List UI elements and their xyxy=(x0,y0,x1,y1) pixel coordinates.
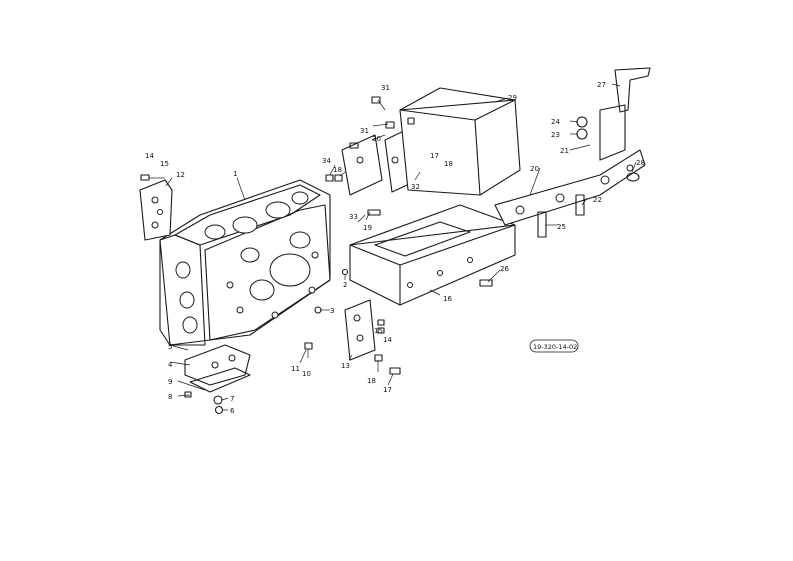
callout-3: 3 xyxy=(330,307,334,315)
callout-12: 12 xyxy=(176,171,185,179)
callout-22: 22 xyxy=(593,196,602,204)
callout-2: 2 xyxy=(343,281,347,289)
callout-9: 9 xyxy=(168,378,172,386)
callout-18: 18 xyxy=(367,377,376,385)
frame-rail xyxy=(349,204,516,306)
callout-18-mid: 18 xyxy=(333,166,342,174)
callout-4: 4 xyxy=(168,361,173,369)
callout-29: 29 xyxy=(508,94,517,102)
callout-10: 10 xyxy=(302,370,311,378)
callout-24: 24 xyxy=(551,118,560,126)
callout-1: 1 xyxy=(233,170,237,178)
transmission-housing xyxy=(159,179,331,346)
upper-cover xyxy=(399,87,521,196)
bottom-cover xyxy=(184,344,251,415)
callout-21: 21 xyxy=(560,147,569,155)
drawbar-assembly xyxy=(494,67,651,238)
callout-8: 8 xyxy=(168,393,172,401)
callout-15: 15 xyxy=(374,327,383,335)
callout-7: 7 xyxy=(230,395,234,403)
callout-5: 5 xyxy=(168,343,172,351)
callout-14-left: 14 xyxy=(145,152,154,160)
callout-33: 33 xyxy=(349,213,358,221)
callout-13: 13 xyxy=(341,362,350,370)
callout-32: 32 xyxy=(411,183,420,191)
callout-30: 30 xyxy=(372,135,381,143)
callout-labels: 1 2 3 4 5 6 7 8 9 10 11 13 14 15 16 17 1… xyxy=(145,81,645,415)
bracket-plate xyxy=(139,174,173,241)
side-bracket xyxy=(344,299,401,375)
drawing-code-box: 19-320-14-02 xyxy=(529,339,579,353)
callout-20: 20 xyxy=(530,165,539,173)
callout-15-left: 15 xyxy=(160,160,169,168)
callout-18-upper: 18 xyxy=(444,160,453,168)
callout-23: 23 xyxy=(551,131,560,139)
callout-17: 17 xyxy=(383,386,392,394)
callout-11: 11 xyxy=(291,365,300,373)
callout-14: 14 xyxy=(383,336,392,344)
callout-25: 25 xyxy=(557,223,566,231)
callout-6: 6 xyxy=(230,407,235,415)
callout-31: 31 xyxy=(381,84,390,92)
callout-31-lower: 31 xyxy=(360,127,369,135)
callout-27: 27 xyxy=(597,81,606,89)
callout-16: 16 xyxy=(443,295,452,303)
drawing-code: 19-320-14-02 xyxy=(533,343,577,351)
callout-28: 28 xyxy=(636,159,645,167)
callout-19: 19 xyxy=(363,224,372,232)
callout-34: 34 xyxy=(322,157,331,165)
callout-17-upper: 17 xyxy=(430,152,439,160)
leader-lines xyxy=(165,83,637,411)
callout-26: 26 xyxy=(500,265,509,273)
